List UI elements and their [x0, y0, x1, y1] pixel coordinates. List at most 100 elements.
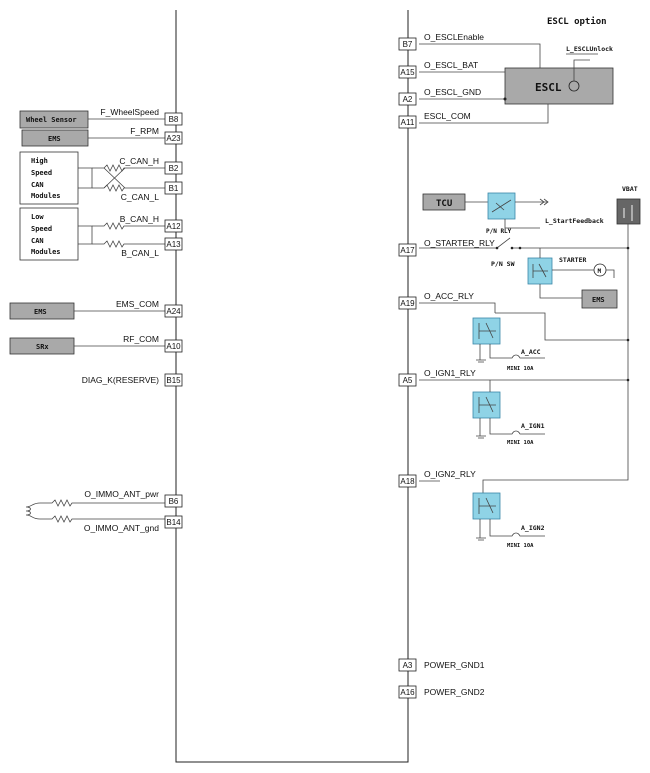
pin-b1: B1 — [169, 184, 179, 193]
left-pin-b8: F_WheelSpeed B8 — [100, 107, 183, 126]
escl-block — [504, 67, 614, 105]
right-pin-b7: B7 O_ESCLEnable — [398, 32, 484, 51]
pin-b15: B15 — [166, 376, 181, 385]
fuse-ign2-label: MINI 10A — [507, 543, 534, 549]
right-pin-a15: A15 O_ESCL_BAT — [398, 60, 478, 79]
escl-label: ESCL — [535, 81, 562, 94]
pin-a23: A23 — [166, 134, 181, 143]
signal-b-can-l: B_CAN_L — [121, 248, 159, 258]
ls-can-line1: Low — [31, 213, 44, 221]
signal-escl-bat: O_ESCL_BAT — [424, 60, 478, 70]
pin-b2: B2 — [169, 164, 179, 173]
pn-sw-label: P/N SW — [491, 260, 515, 268]
ems-label-2: EMS — [34, 308, 47, 316]
signal-immo-gnd: O_IMMO_ANT_gnd — [84, 523, 159, 533]
pin-a11: A11 — [401, 118, 415, 127]
hs-can-line4: Modules — [31, 192, 61, 200]
vbat-battery-icon — [616, 198, 641, 225]
hs-can-line1: High — [31, 157, 48, 165]
vbat-label: VBAT — [622, 185, 638, 193]
start-feedback-label: L_StartFeedback — [545, 217, 604, 225]
signal-escl-gnd: O_ESCL_GND — [424, 87, 481, 97]
pin-a10: A10 — [166, 342, 181, 351]
pin-b8: B8 — [169, 115, 179, 124]
pin-a12: A12 — [166, 222, 181, 231]
signal-ign1-rly: O_IGN1_RLY — [424, 368, 476, 378]
diagram-title: ESCL option — [547, 16, 607, 27]
ls-can-line3: CAN — [31, 237, 44, 245]
pin-a24: A24 — [166, 307, 181, 316]
left-pin-b1: C_CAN_L B1 — [121, 181, 183, 202]
signal-diag-k: DIAG_K(RESERVE) — [82, 375, 159, 385]
right-pin-a11: A11 ESCL_COM — [398, 111, 471, 129]
pin-a13: A13 — [166, 240, 181, 249]
hs-can-line3: CAN — [31, 181, 44, 189]
left-pin-a12: B_CAN_H A12 — [120, 214, 183, 233]
hs-can-line2: Speed — [31, 169, 52, 177]
left-pin-a23: F_RPM A23 — [130, 126, 183, 145]
ems-block-right — [581, 289, 618, 309]
right-pin-a16: A16 POWER_GND2 — [398, 685, 485, 699]
signal-c-can-l: C_CAN_L — [121, 192, 160, 202]
escl-unlock-label: L_ESCLUnlock — [566, 45, 613, 53]
motor-label: M — [598, 268, 602, 275]
pin-b14: B14 — [166, 518, 181, 527]
hs-can-block — [19, 151, 79, 205]
pin-a17: A17 — [400, 246, 415, 255]
left-pin-b2: C_CAN_H B2 — [119, 156, 183, 175]
right-pin-a19: A19 O_ACC_RLY — [398, 291, 474, 310]
pin-b6: B6 — [169, 497, 179, 506]
right-pin-a17: A17 O_STARTER_RLY — [398, 238, 495, 257]
ls-can-block — [19, 207, 79, 261]
signal-rf-com: RF_COM — [123, 334, 159, 344]
left-pin-a24: EMS_COM A24 — [116, 299, 183, 318]
signal-ign2-rly: O_IGN2_RLY — [424, 469, 476, 479]
fuse-acc-label: MINI 10A — [507, 366, 534, 372]
ls-can-line4: Modules — [31, 248, 61, 256]
a-ign2-label: A_IGN2 — [521, 524, 545, 532]
right-pin-a3: A3 POWER_GND1 — [398, 658, 485, 672]
right-pin-a5: A5 O_IGN1_RLY — [398, 368, 476, 387]
a-acc-label: A_ACC — [521, 348, 541, 356]
signal-c-can-h: C_CAN_H — [119, 156, 159, 166]
fuse-ign1-label: MINI 10A — [507, 440, 534, 446]
signal-power-gnd1: POWER_GND1 — [424, 660, 485, 670]
left-pin-b15: DIAG_K(RESERVE) B15 — [82, 373, 183, 387]
signal-power-gnd2: POWER_GND2 — [424, 687, 485, 697]
ems-label-right: EMS — [592, 296, 605, 304]
pin-a16: A16 — [400, 688, 415, 697]
right-pin-a2: A2 O_ESCL_GND — [398, 87, 481, 106]
left-pin-a10: RF_COM A10 — [123, 334, 183, 353]
signal-starter-rly: O_STARTER_RLY — [424, 238, 495, 248]
signal-f-rpm: F_RPM — [130, 126, 159, 136]
pin-a3: A3 — [403, 661, 413, 670]
module-outline — [175, 10, 409, 763]
left-pin-b6: O_IMMO_ANT_pwr B6 — [84, 489, 183, 508]
srx-label: SRx — [36, 343, 49, 351]
right-pin-a18: A18 O_IGN2_RLY — [398, 469, 476, 488]
left-pin-b14: O_IMMO_ANT_gnd B14 — [84, 515, 183, 533]
ems-label-1: EMS — [48, 135, 61, 143]
signal-acc-rly: O_ACC_RLY — [424, 291, 474, 301]
starter-label: STARTER — [559, 256, 586, 264]
signal-b-can-h: B_CAN_H — [120, 214, 159, 224]
pin-a15: A15 — [400, 68, 415, 77]
pn-rly-label: P/N RLY — [486, 228, 512, 235]
pin-a18: A18 — [400, 477, 415, 486]
ls-can-line2: Speed — [31, 225, 52, 233]
tcu-label: TCU — [436, 199, 452, 209]
pin-b7: B7 — [403, 40, 413, 49]
signal-ems-com: EMS_COM — [116, 299, 159, 309]
left-pin-a13: B_CAN_L A13 — [121, 237, 183, 258]
pin-a2: A2 — [403, 95, 413, 104]
signal-escl-com: ESCL_COM — [424, 111, 471, 121]
pin-a19: A19 — [400, 299, 415, 308]
signal-immo-pwr: O_IMMO_ANT_pwr — [84, 489, 159, 499]
wheel-sensor-label: Wheel Sensor — [26, 116, 77, 124]
pin-a5: A5 — [403, 376, 413, 385]
wheel-sensor-block — [19, 110, 89, 129]
signal-f-wheelspeed: F_WheelSpeed — [100, 107, 159, 117]
signal-escl-enable: O_ESCLEnable — [424, 32, 484, 42]
a-ign1-label: A_IGN1 — [521, 422, 545, 430]
